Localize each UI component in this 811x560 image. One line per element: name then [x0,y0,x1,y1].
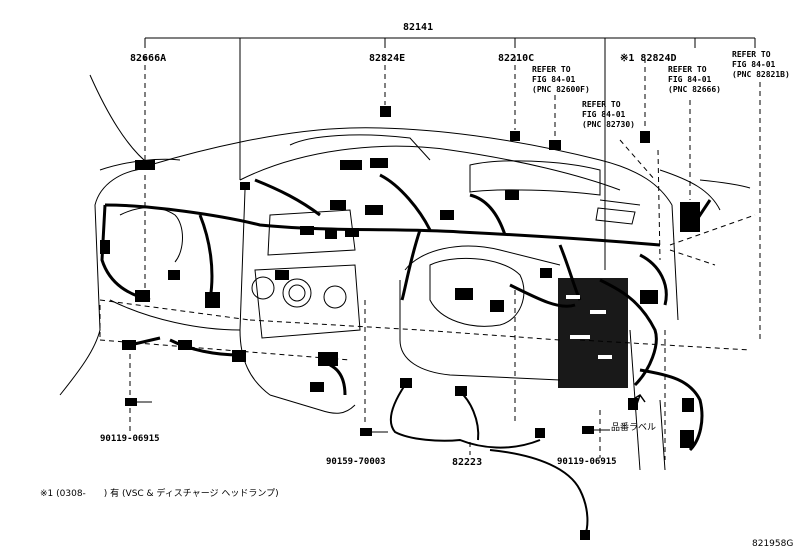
part-82223: 82223 [452,457,483,468]
refer-line-3: (PNC 82821B) [732,70,790,79]
refer-note-82821b: REFER TO FIG 84-01 (PNC 82821B) [732,50,790,80]
refer-note-82730: REFER TO FIG 84-01 (PNC 82730) [582,100,635,130]
part-82666a: 82666A [130,53,167,64]
part-82824e: 82824E [369,53,406,64]
figure-code: 821958G [752,539,794,549]
part-82824d: ※1 82824D [620,53,677,64]
part-bolt-left: 90119-06915 [100,434,160,444]
refer-line-1: REFER TO [582,100,621,109]
part-number-label-note: 品番ラベル [611,423,657,433]
refer-line-1: REFER TO [532,65,571,74]
refer-line-3: (PNC 82730) [582,120,635,129]
refer-line-1: REFER TO [668,65,707,74]
footnote: ※1 (0308- ) 有 (VSC & ディスチャージ ヘッドランプ) [40,489,279,499]
refer-line-2: FIG 84-01 [732,60,776,69]
refer-line-2: FIG 84-01 [582,110,626,119]
part-82141: 82141 [403,22,434,33]
refer-line-1: REFER TO [732,50,771,59]
refer-line-2: FIG 84-01 [668,75,712,84]
refer-note-82600f: REFER TO FIG 84-01 (PNC 82600F) [532,65,590,95]
part-bolt-right: 90119-06915 [557,457,617,467]
refer-line-3: (PNC 82600F) [532,85,590,94]
part-82210c: 82210C [498,53,535,64]
part-bolt-center: 90159-70003 [326,457,386,467]
refer-line-3: (PNC 82666) [668,85,721,94]
refer-note-82666: REFER TO FIG 84-01 (PNC 82666) [668,65,721,95]
refer-line-2: FIG 84-01 [532,75,576,84]
